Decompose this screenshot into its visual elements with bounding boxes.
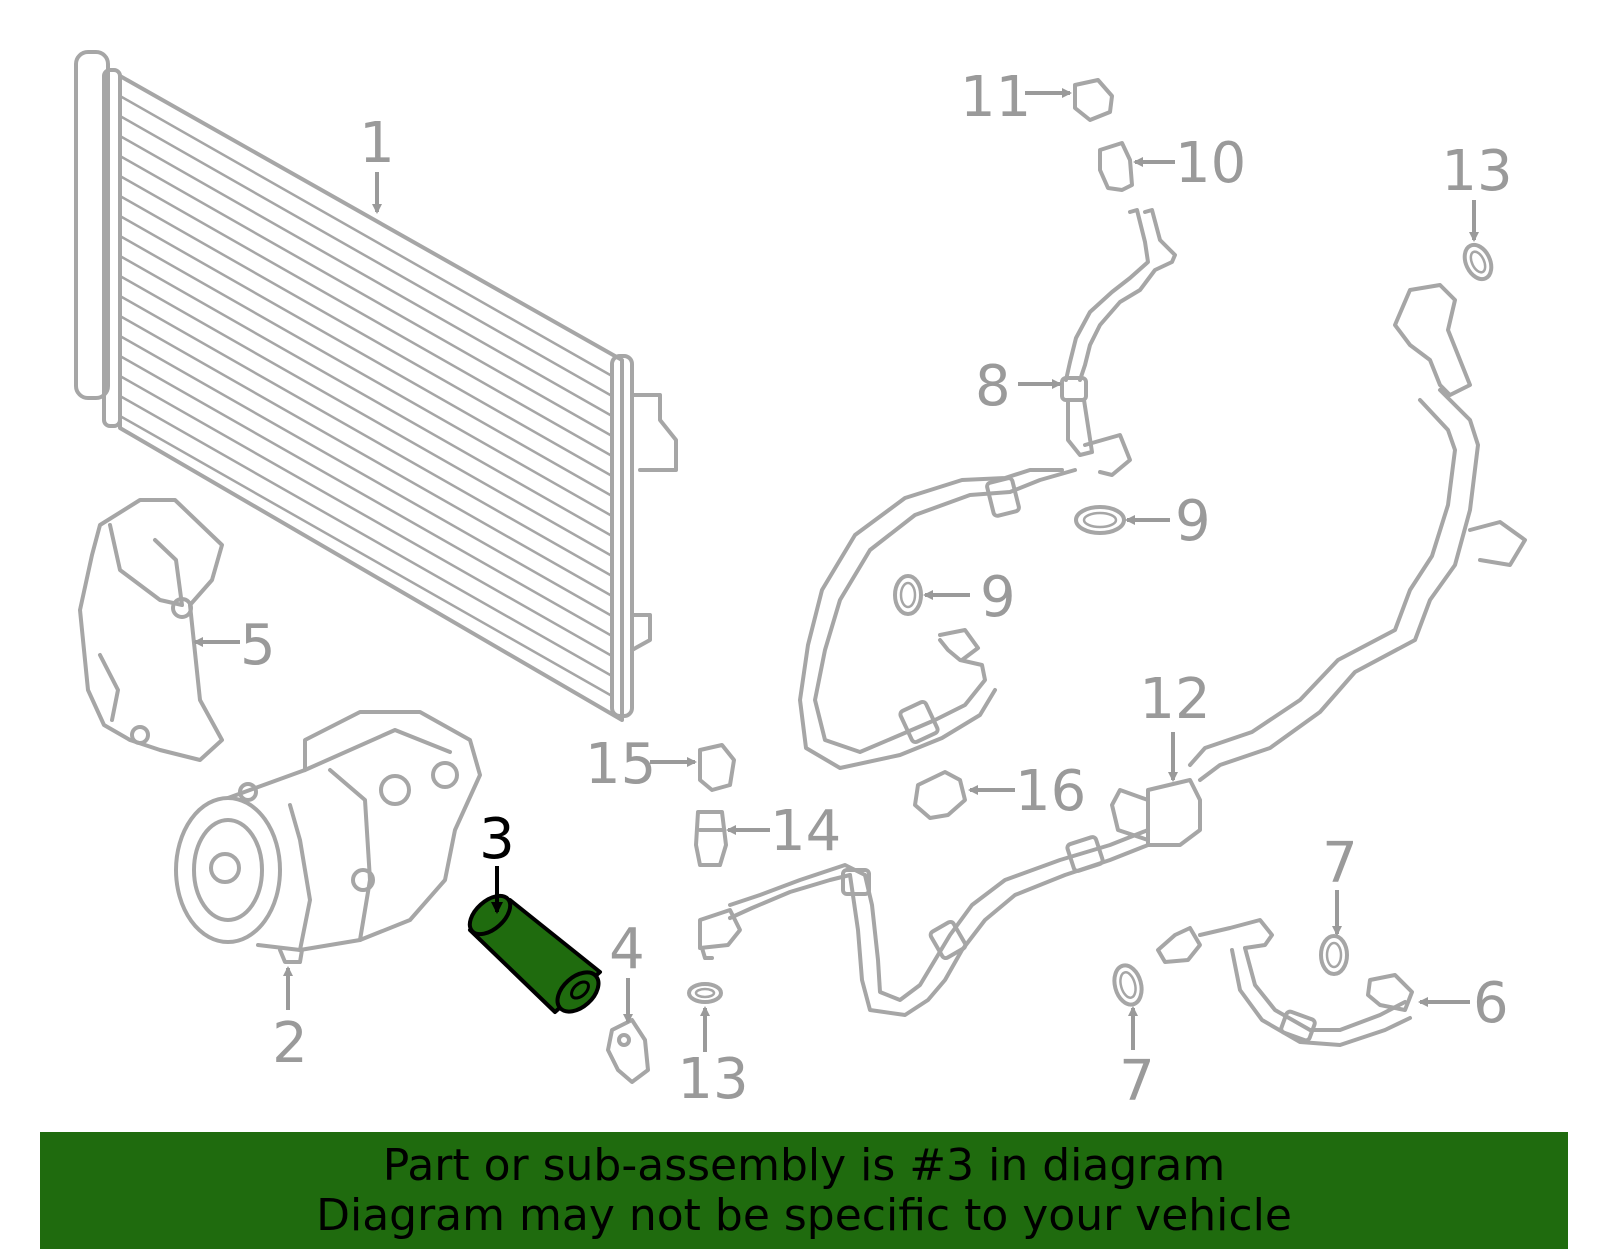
o-ring-13a <box>1462 242 1494 282</box>
callout-9b: 9 <box>980 565 1016 630</box>
drier-cap-part <box>606 1018 650 1084</box>
info-banner: Part or sub-assembly is #3 in diagram Di… <box>40 1132 1568 1249</box>
valve-cap-15 <box>698 743 736 792</box>
o-ring-9b <box>893 574 923 616</box>
callout-arrows <box>193 88 1479 1052</box>
callout-7b: 7 <box>1119 1049 1155 1114</box>
callout-7a: 7 <box>1322 831 1358 896</box>
callout-13a: 13 <box>1441 139 1512 204</box>
pressure-sensor-14 <box>694 810 728 867</box>
liquid-line-part <box>698 283 1527 1017</box>
o-ring-9a <box>1074 505 1126 535</box>
callout-16: 16 <box>1015 759 1086 824</box>
banner-line-2: Diagram may not be specific to your vehi… <box>316 1189 1292 1241</box>
o-ring-13b <box>687 982 723 1004</box>
callout-13b: 13 <box>677 1047 748 1112</box>
callout-12: 12 <box>1139 667 1210 732</box>
banner-line-1: Part or sub-assembly is #3 in diagram <box>382 1139 1226 1191</box>
condenser-part <box>74 50 678 722</box>
discharge-hose-part <box>798 208 1177 770</box>
o-ring-7b <box>1112 963 1144 1007</box>
callout-4: 4 <box>609 917 645 982</box>
pressure-switch-part <box>1073 78 1134 192</box>
callout-8: 8 <box>975 354 1011 419</box>
compressor-part <box>174 710 482 964</box>
valve-cap-16 <box>913 770 967 820</box>
callout-9a: 9 <box>1175 489 1211 554</box>
callout-14: 14 <box>770 799 841 864</box>
callout-1: 1 <box>359 111 395 176</box>
callout-3: 3 <box>479 807 515 872</box>
callout-10: 10 <box>1175 131 1246 196</box>
receiver-drier-part <box>467 893 602 1014</box>
callout-11: 11 <box>960 65 1031 130</box>
callout-15: 15 <box>585 732 656 797</box>
callout-6: 6 <box>1473 971 1509 1036</box>
callout-2: 2 <box>272 1011 308 1076</box>
callout-5: 5 <box>240 613 276 678</box>
o-ring-7a <box>1319 934 1349 976</box>
liquid-tube-part <box>1156 918 1414 1047</box>
compressor-bracket-part <box>78 498 224 762</box>
